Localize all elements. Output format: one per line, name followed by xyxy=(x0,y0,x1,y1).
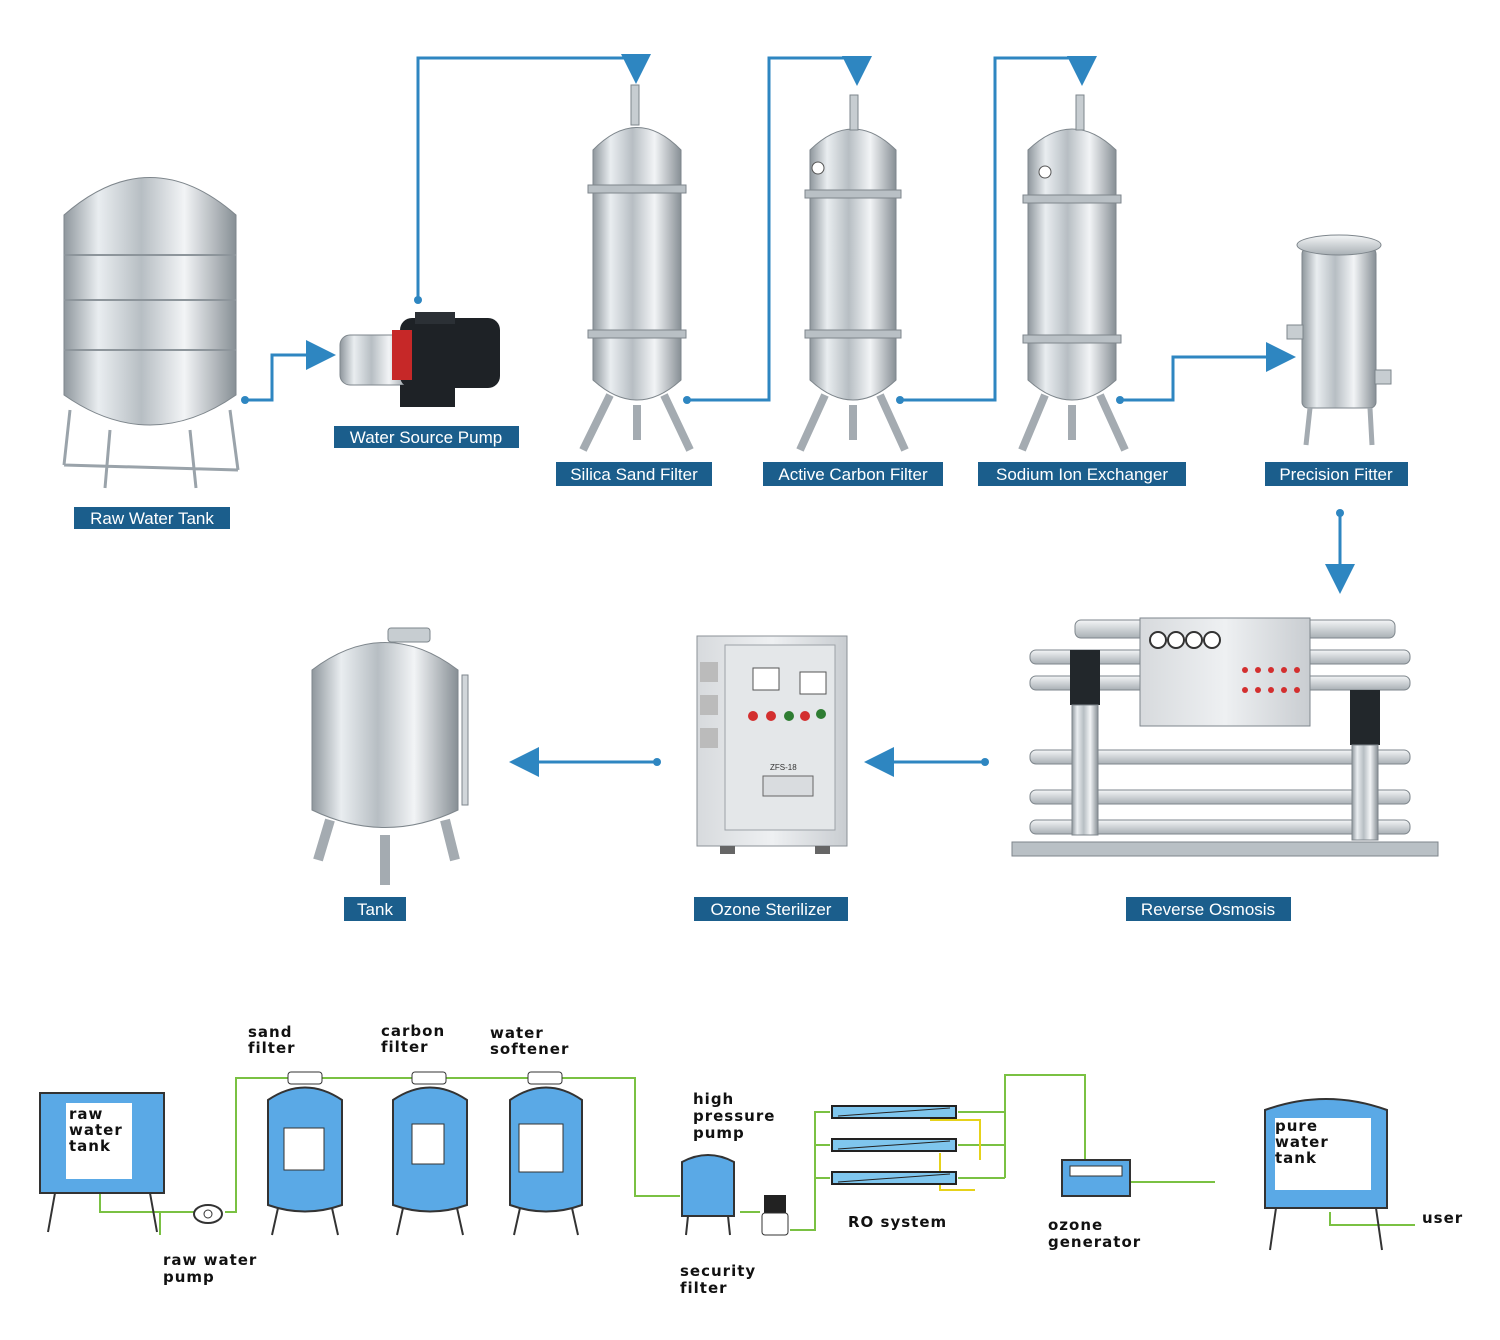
schematic-yellow-lines xyxy=(930,1119,981,1191)
schematic-raw-water-tank xyxy=(39,1092,165,1233)
pure-water-tank-label-line2: water xyxy=(1275,1133,1329,1151)
label-reverse-osmosis-text: Reverse Osmosis xyxy=(1141,900,1275,919)
sodium-ion-exchanger-image xyxy=(1018,94,1129,452)
label-tank-text: Tank xyxy=(357,900,393,919)
label-sodium-ion-exchanger: Sodium Ion Exchanger xyxy=(978,462,1186,486)
high-pressure-pump-label-line2: pressure xyxy=(693,1107,775,1125)
label-sodium-ion-exchanger-text: Sodium Ion Exchanger xyxy=(996,465,1168,484)
schematic-high-pressure-pump xyxy=(761,1195,789,1236)
label-ozone-sterilizer-text: Ozone Sterilizer xyxy=(711,900,832,919)
schematic-ro-membranes xyxy=(831,1105,957,1185)
silica-sand-filter-image xyxy=(579,84,694,452)
pure-water-tank-label-line1: pure xyxy=(1275,1117,1318,1135)
ozone-generator-label-line1: ozone xyxy=(1048,1216,1103,1234)
top-flow-lines xyxy=(245,54,1355,777)
flow-dots xyxy=(241,296,1344,766)
schematic-carbon-filter xyxy=(392,1071,468,1236)
label-ozone-sterilizer: Ozone Sterilizer xyxy=(694,897,848,921)
carbon-filter-label-line2: filter xyxy=(381,1038,429,1056)
ozone-sterilizer-image: ZFS-18 xyxy=(696,635,848,854)
label-raw-water-tank-text: Raw Water Tank xyxy=(90,509,214,528)
label-silica-sand-filter: Silica Sand Filter xyxy=(556,462,712,486)
precision-filter-image xyxy=(1286,234,1392,446)
user-label: user xyxy=(1422,1209,1463,1227)
schematic-pure-water-tank xyxy=(1264,1098,1388,1251)
schematic-water-softener xyxy=(509,1071,583,1236)
schematic-security-filter xyxy=(681,1154,735,1236)
label-tank: Tank xyxy=(344,897,406,921)
water-softener-label-line1: water xyxy=(490,1024,544,1042)
raw-water-tank-label-line2: water xyxy=(69,1121,123,1139)
raw-water-pump-label-line2: pump xyxy=(163,1268,215,1286)
sand-filter-label-line1: sand xyxy=(248,1023,292,1041)
raw-water-tank-label-line3: tank xyxy=(69,1137,111,1155)
pure-water-tank-label-line3: tank xyxy=(1275,1149,1317,1167)
label-reverse-osmosis: Reverse Osmosis xyxy=(1126,897,1291,921)
final-tank-image xyxy=(311,627,469,885)
label-precision-filter-text: Precision Fitter xyxy=(1279,465,1393,484)
raw-water-pump-label-line1: raw water xyxy=(163,1251,257,1269)
ozone-model-text: ZFS-18 xyxy=(770,763,797,772)
raw-water-tank-label-line1: raw xyxy=(69,1105,103,1123)
carbon-filter-label-line1: carbon xyxy=(381,1022,445,1040)
water-softener-label-line2: softener xyxy=(490,1040,569,1058)
raw-water-tank-image xyxy=(62,177,240,489)
schematic-raw-water-pump xyxy=(193,1204,223,1224)
label-water-source-pump-text: Water Source Pump xyxy=(350,428,502,447)
ro-system-label: RO system xyxy=(848,1213,947,1231)
label-silica-sand-filter-text: Silica Sand Filter xyxy=(570,465,698,484)
schematic-ozone-generator xyxy=(1061,1159,1131,1197)
label-active-carbon-filter: Active Carbon Filter xyxy=(763,462,943,486)
label-active-carbon-filter-text: Active Carbon Filter xyxy=(778,465,928,484)
ozone-generator-label-line2: generator xyxy=(1048,1233,1141,1251)
security-filter-label-line2: filter xyxy=(680,1279,728,1297)
high-pressure-pump-label-line3: pump xyxy=(693,1124,745,1142)
sand-filter-label-line2: filter xyxy=(248,1039,296,1057)
security-filter-label-line1: security xyxy=(680,1262,756,1280)
label-precision-filter: Precision Fitter xyxy=(1265,462,1408,486)
active-carbon-filter-image xyxy=(796,94,909,452)
high-pressure-pump-label-line1: high xyxy=(693,1090,734,1108)
label-raw-water-tank: Raw Water Tank xyxy=(74,507,230,529)
label-water-source-pump: Water Source Pump xyxy=(334,426,519,448)
schematic-sand-filter xyxy=(267,1071,343,1236)
reverse-osmosis-image xyxy=(1011,617,1439,857)
water-source-pump-image xyxy=(339,312,500,407)
